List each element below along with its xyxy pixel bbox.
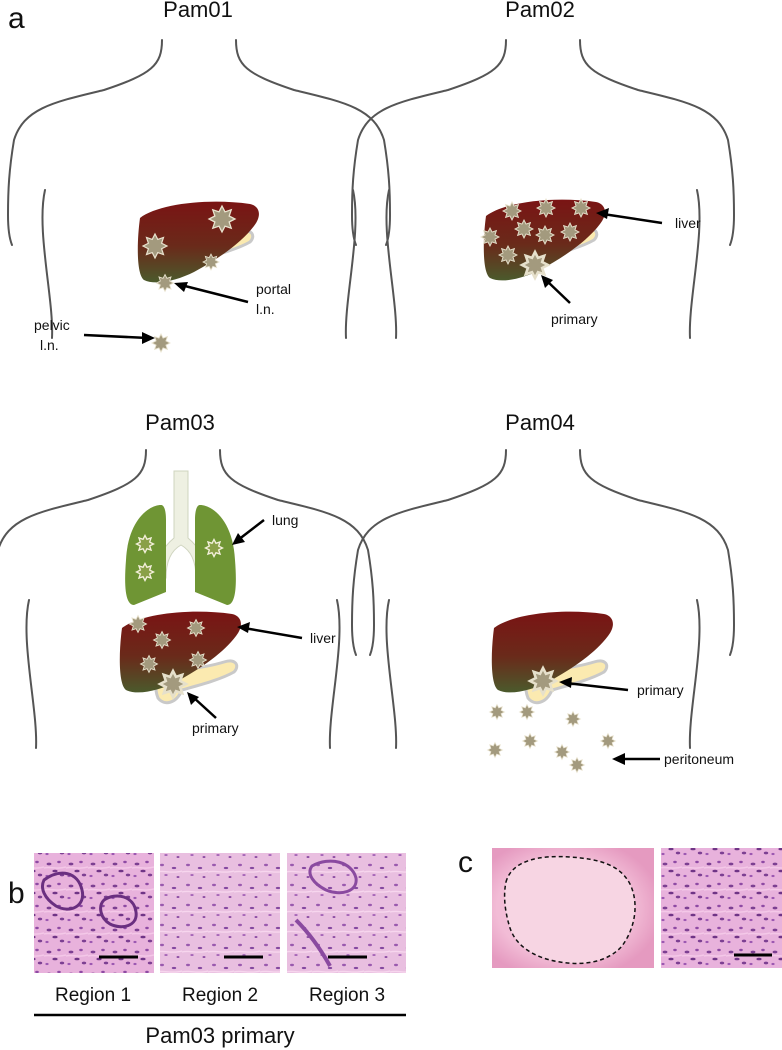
arrow xyxy=(237,519,265,541)
label-peritoneum: peritoneum xyxy=(664,751,734,767)
panel-label-b: b xyxy=(8,877,25,910)
tumor-icon xyxy=(204,538,224,558)
tumor-icon xyxy=(560,222,580,242)
label-primary: primary xyxy=(637,682,684,698)
highmag-section xyxy=(661,848,782,968)
label-liver: liver xyxy=(675,215,701,231)
arrow xyxy=(546,280,571,304)
lowmag-section xyxy=(492,848,654,968)
tumor-icon xyxy=(565,711,581,727)
arrowhead xyxy=(596,208,609,219)
tumor-icon xyxy=(502,201,522,221)
gland-structure xyxy=(294,918,332,967)
arrowhead xyxy=(541,275,553,288)
histology-image xyxy=(287,853,406,973)
tumor-icon xyxy=(535,225,555,245)
arrow xyxy=(180,283,249,304)
patient-pam03: Pam03 lung liver primary xyxy=(0,410,375,749)
tumor-icon xyxy=(489,704,505,720)
patient-title: Pam04 xyxy=(505,410,575,435)
arrowhead xyxy=(142,332,155,344)
histology-image xyxy=(661,848,782,968)
region-label: Region 3 xyxy=(309,985,385,1006)
histology-region-2 xyxy=(160,853,280,973)
body-outline xyxy=(351,449,735,749)
panel-label-a: a xyxy=(8,2,25,35)
arrow xyxy=(565,681,629,692)
label-pelvic: pelvic xyxy=(34,317,70,333)
arrowhead xyxy=(559,677,572,688)
tumor-icon xyxy=(571,198,591,218)
left-lung xyxy=(125,505,166,605)
tumor-icon xyxy=(487,742,503,758)
tumor-icon xyxy=(569,757,585,773)
tumor-icon xyxy=(140,655,158,673)
arrowhead xyxy=(187,692,199,705)
tumor-icon xyxy=(514,219,534,239)
arrowhead xyxy=(237,622,250,633)
tumor-icon xyxy=(519,704,535,720)
body-outline xyxy=(351,39,735,339)
tumor-icon xyxy=(522,733,538,749)
panel-label-c: c xyxy=(458,846,473,879)
tumor-icon xyxy=(151,333,171,353)
histology-image xyxy=(160,853,280,973)
tumor-icon xyxy=(142,233,168,259)
primary-tumor-icon xyxy=(520,250,550,280)
patient-title: Pam03 xyxy=(145,410,215,435)
label-lung: lung xyxy=(272,512,298,528)
tumor-outline xyxy=(503,855,636,965)
tumor-icon xyxy=(536,198,556,218)
group-label: Pam03 primary xyxy=(145,1023,294,1048)
patient-title: Pam02 xyxy=(505,0,575,22)
label-ln: l.n. xyxy=(40,337,59,353)
region-label: Region 1 xyxy=(55,985,131,1006)
patient-title: Pam01 xyxy=(163,0,233,22)
arrow xyxy=(83,333,149,340)
arrow xyxy=(243,626,303,640)
histology-region-3 xyxy=(287,853,406,973)
primary-tumor-icon xyxy=(158,669,188,699)
tumor-icon xyxy=(208,205,236,233)
tumor-icon xyxy=(480,227,500,247)
label-ln: l.n. xyxy=(256,301,275,317)
label-liver: liver xyxy=(310,630,336,646)
tumor-icon xyxy=(156,274,174,292)
arrow xyxy=(602,212,663,225)
label-primary: primary xyxy=(192,720,239,736)
tumor-icon xyxy=(189,651,207,669)
tumor-icon xyxy=(135,534,155,554)
tumor-icon xyxy=(202,253,220,271)
gland-structure xyxy=(41,871,85,911)
gland-structure xyxy=(308,859,358,895)
arrowhead xyxy=(612,753,625,765)
patient-pam01: Pam01 portal l.n. pelvic l.n. xyxy=(7,0,391,353)
arrowhead xyxy=(174,282,188,292)
arrow xyxy=(192,696,217,719)
label-portal: portal xyxy=(256,281,291,297)
arrowhead xyxy=(232,533,245,545)
histology-region-1 xyxy=(34,853,154,973)
tumor-icon xyxy=(187,619,205,637)
body-outline xyxy=(7,39,391,339)
tumor-icon xyxy=(129,615,147,633)
region-label: Region 2 xyxy=(182,985,258,1006)
patient-pam04: Pam04 primary peritoneum xyxy=(351,410,735,773)
label-primary: primary xyxy=(551,311,598,327)
tumor-icon xyxy=(135,562,155,582)
tumor-icon xyxy=(554,744,570,760)
tumor-icon xyxy=(498,245,518,265)
primary-tumor-icon xyxy=(528,666,558,696)
tumor-icon xyxy=(153,631,171,649)
tumor-icon xyxy=(600,733,616,749)
patient-pam02: Pam02 liver primary xyxy=(351,0,735,339)
gland-structure xyxy=(99,894,138,929)
